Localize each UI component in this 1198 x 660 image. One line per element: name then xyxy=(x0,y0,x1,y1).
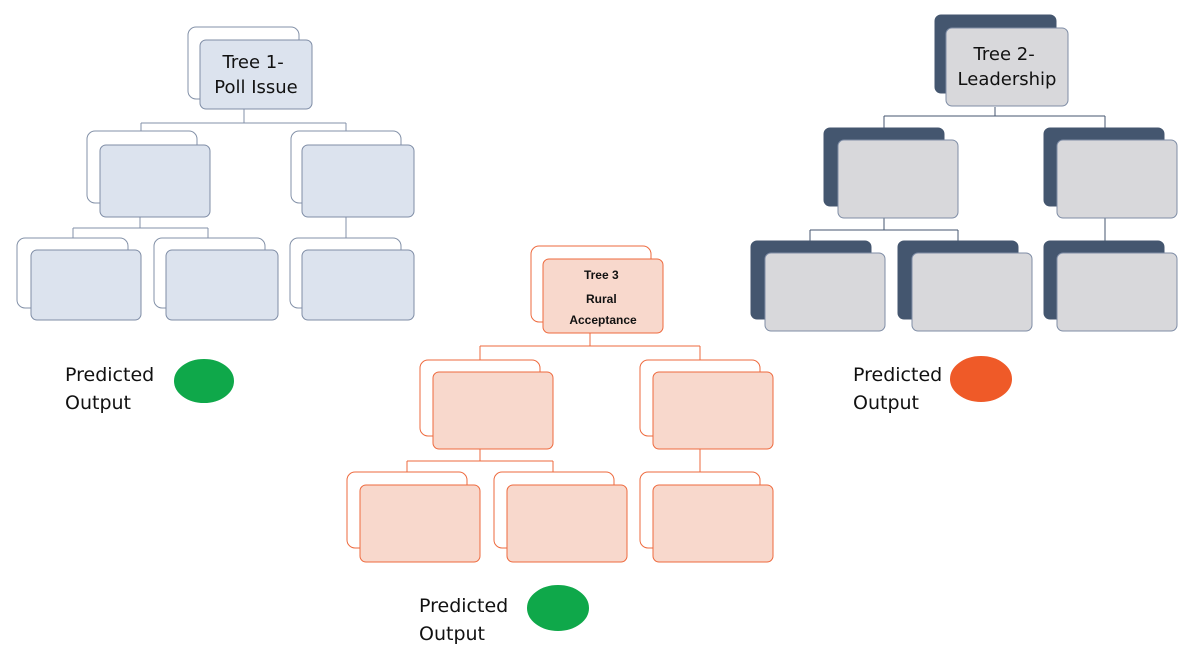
tree-2-root-label-line-2: Leadership xyxy=(958,69,1057,90)
tree-1-prediction-label-line-1: Predicted xyxy=(65,364,155,386)
tree-2-node-right xyxy=(1043,127,1178,219)
tree-3-node-right xyxy=(639,359,774,450)
tree-3-leaf-1 xyxy=(346,471,481,563)
tree-2-node-left xyxy=(823,127,959,219)
tree-3-root-label-line-1: Tree 3 xyxy=(584,268,619,282)
tree-3-prediction-label-line-1: Predicted xyxy=(419,595,509,617)
tree-3-leaf-3 xyxy=(639,471,774,563)
tree-3-prediction-label-line-2: Output xyxy=(419,623,485,645)
tree-1-leaf-1 xyxy=(16,237,142,321)
tree-3-root-node: Tree 3 Rural Acceptance xyxy=(530,245,664,334)
tree-1-node-left xyxy=(86,130,211,218)
tree-2-prediction-label-line-1: Predicted xyxy=(853,364,943,386)
tree-3-leaf-2 xyxy=(493,471,628,563)
tree-3-node-left xyxy=(419,359,554,450)
tree-2-prediction-dot xyxy=(948,354,1014,404)
tree-1-leaf-3 xyxy=(289,237,415,321)
tree-3-connectors xyxy=(406,333,701,472)
tree-3-root-label: Tree 3 Rural Acceptance xyxy=(569,268,637,327)
tree-1: Tree 1- Poll Issue xyxy=(16,26,415,405)
tree-2-leaf-3 xyxy=(1043,240,1178,332)
tree-2-root-label: Tree 2- Leadership xyxy=(958,44,1057,90)
tree-1-root-node: Tree 1- Poll Issue xyxy=(187,26,313,110)
tree-2-connectors xyxy=(809,107,1106,241)
tree-3-prediction-label: Predicted Output xyxy=(419,592,508,648)
tree-1-prediction-dot xyxy=(172,357,236,405)
tree-2-leaf-2 xyxy=(897,240,1033,332)
tree-3-root-label-line-3: Acceptance xyxy=(569,313,637,327)
tree-2: Tree 2- Leadership xyxy=(750,14,1178,404)
tree-3-prediction-dot xyxy=(525,583,591,633)
tree-1-root-label: Tree 1- Poll Issue xyxy=(214,52,298,98)
tree-2-leaf-1 xyxy=(750,240,886,332)
tree-1-node-right xyxy=(290,130,415,218)
tree-2-root-label-line-1: Tree 2- xyxy=(973,44,1035,65)
tree-3: Tree 3 Rural Acceptance xyxy=(346,245,774,633)
tree-1-root-label-line-2: Poll Issue xyxy=(214,77,298,98)
tree-2-prediction-label-line-2: Output xyxy=(853,392,919,414)
tree-1-leaf-2 xyxy=(153,237,279,321)
tree-2-root-node: Tree 2- Leadership xyxy=(934,14,1069,107)
tree-1-prediction-label: Predicted Output xyxy=(65,361,154,417)
tree-1-prediction-label-line-2: Output xyxy=(65,392,131,414)
tree-2-prediction-label: Predicted Output xyxy=(853,361,942,417)
tree-1-root-label-line-1: Tree 1- xyxy=(222,52,284,73)
tree-3-root-label-line-2: Rural xyxy=(586,292,617,306)
